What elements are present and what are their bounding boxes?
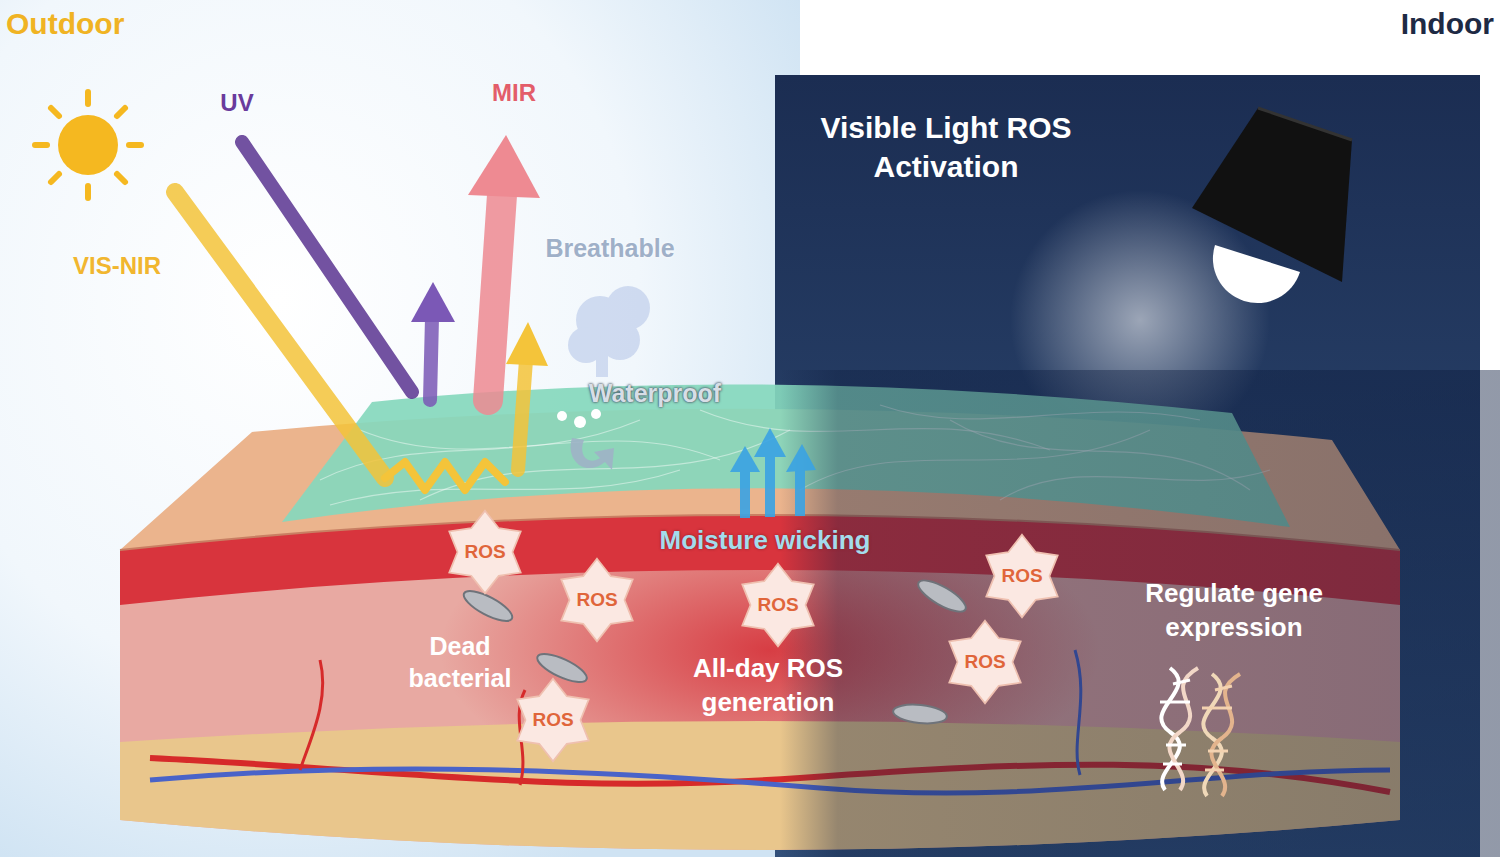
star-outline: [949, 621, 1021, 704]
effect-label: Dead bacterial: [385, 630, 535, 695]
ros-text: ROS: [735, 562, 821, 648]
ros-text: ROS: [510, 677, 596, 763]
star-outline: [742, 564, 814, 647]
effect-label: All-day ROS generation: [658, 652, 878, 720]
region-title: Indoor: [1401, 4, 1494, 43]
property-label: Breathable: [545, 232, 674, 265]
ros-star: ROS: [554, 557, 640, 643]
property-label: Waterproof: [589, 377, 721, 410]
sun-icon: [35, 92, 141, 198]
property-label: Moisture wicking: [660, 524, 871, 558]
effect-label: Regulate gene expression: [1114, 577, 1354, 645]
ros-star: ROS: [442, 509, 528, 595]
ros-star: ROS: [942, 619, 1028, 705]
ros-star: ROS: [979, 533, 1065, 619]
star-outline: [561, 559, 633, 642]
ros-text: ROS: [442, 509, 528, 595]
ros-text: ROS: [554, 557, 640, 643]
moisture-arrows: [730, 428, 816, 518]
dna-helix: [1160, 668, 1240, 796]
radiation-label: MIR: [492, 77, 536, 108]
ros-star: ROS: [510, 677, 596, 763]
ros-text: ROS: [942, 619, 1028, 705]
region-title: Outdoor: [6, 4, 124, 43]
radiation-label: UV: [220, 87, 253, 118]
radiation-label: VIS-NIR: [73, 250, 161, 281]
ros-text: ROS: [979, 533, 1065, 619]
star-outline: [449, 511, 521, 594]
star-outline: [986, 535, 1058, 618]
radiation-arrows: [175, 135, 548, 490]
panel-title: Visible Light ROS Activation: [796, 108, 1096, 186]
indoor-shade: [780, 370, 1500, 857]
vapour-cloud: [568, 286, 650, 377]
ros-star: ROS: [735, 562, 821, 648]
water-droplets: [557, 409, 614, 470]
star-outline: [517, 679, 589, 762]
lamp-icon: [1192, 108, 1352, 303]
